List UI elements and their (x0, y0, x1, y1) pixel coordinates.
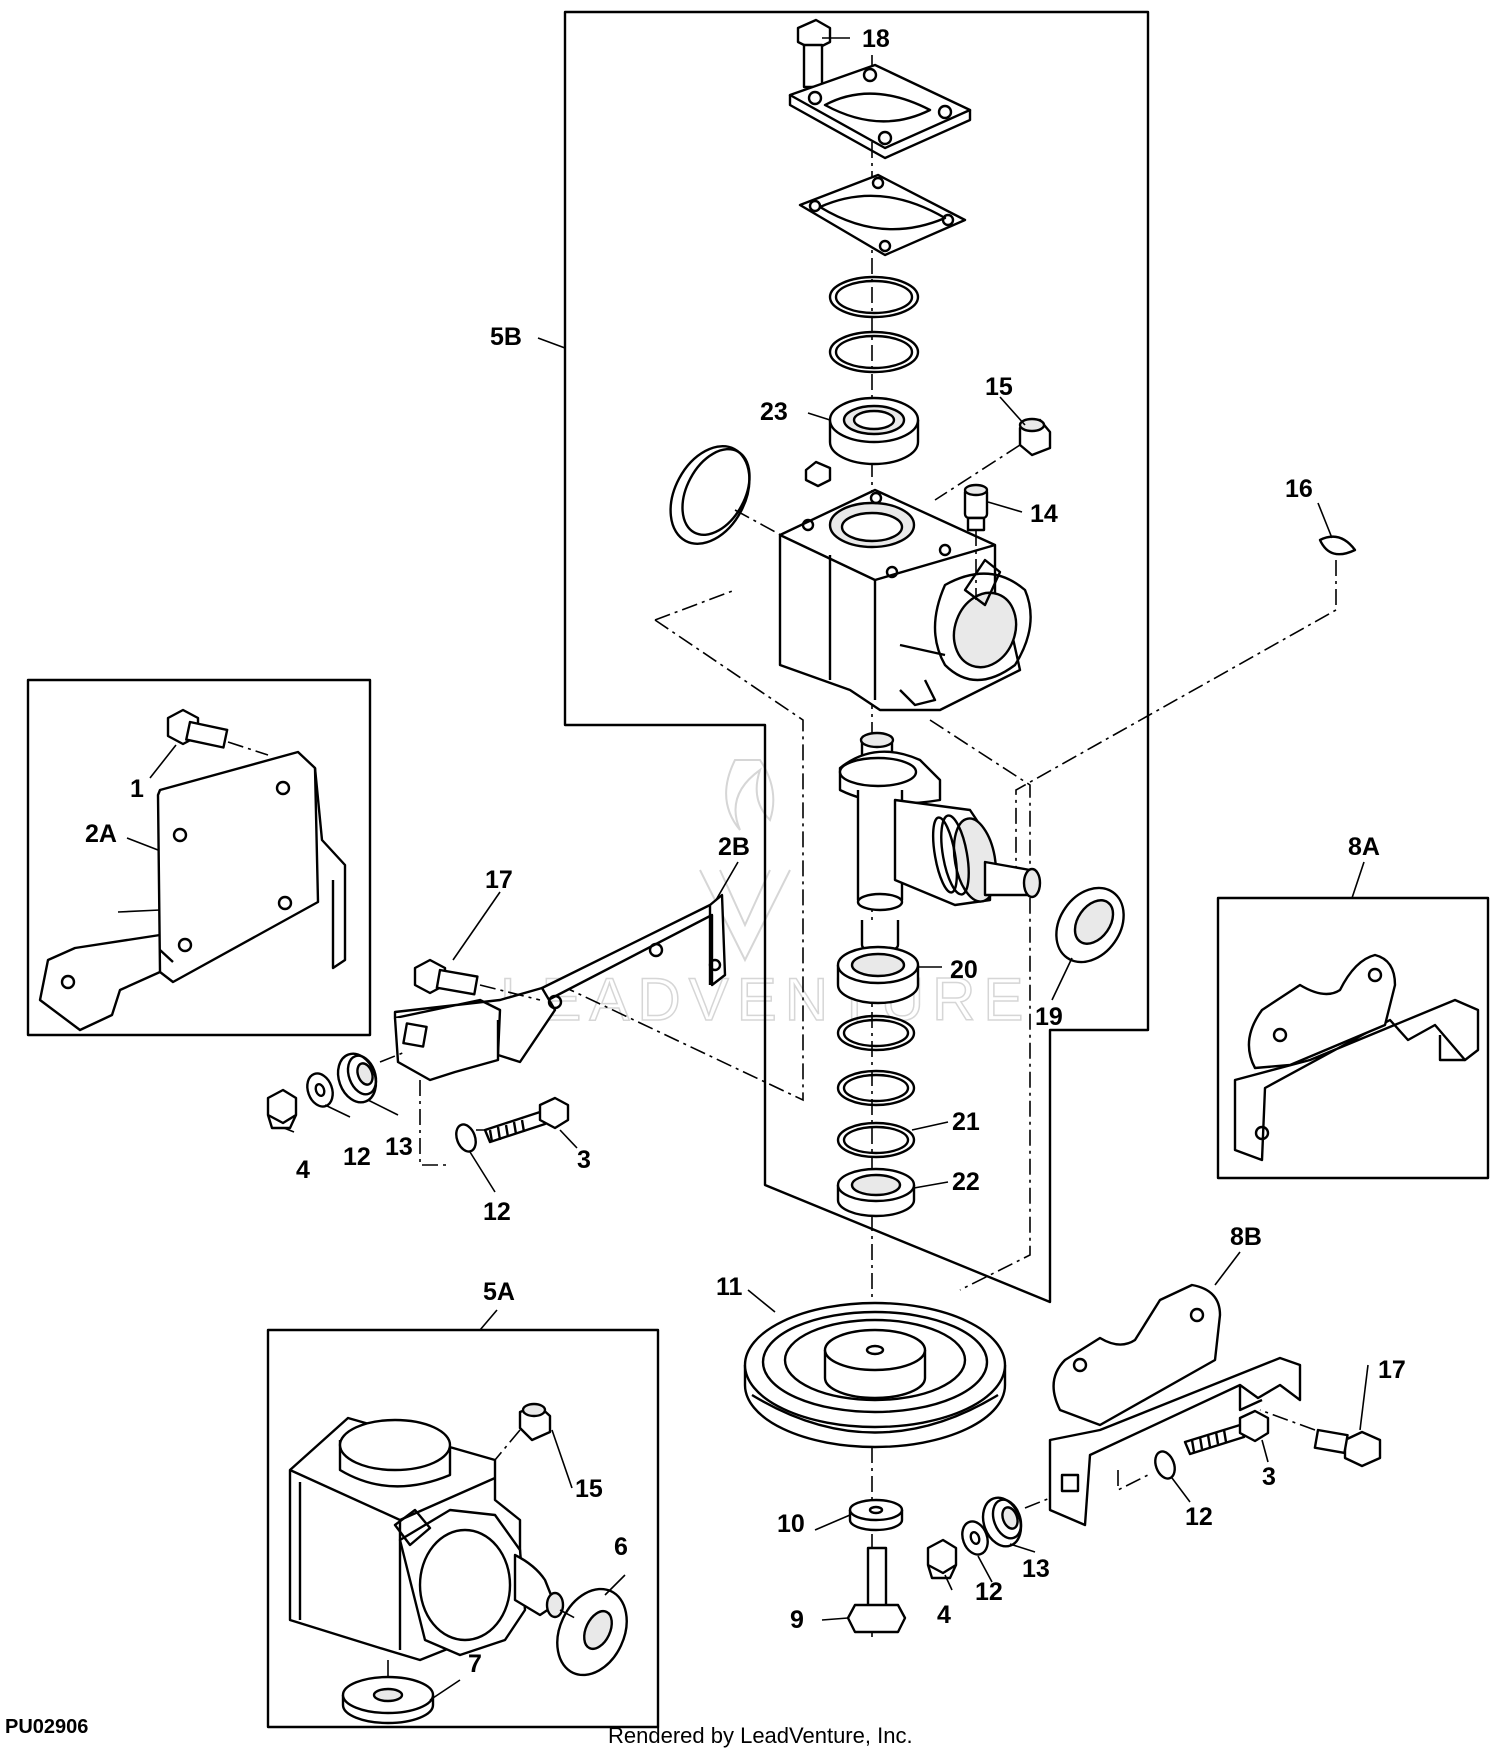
side-cap-disc (669, 445, 751, 545)
part-4-nut-left (266, 1088, 298, 1130)
label-15-top: 15 (985, 373, 1013, 401)
part-21-rings (836, 1014, 916, 1159)
label-6: 6 (614, 1533, 628, 1561)
inset-2a-bracket (38, 750, 347, 1032)
part-11-pulley (743, 1301, 1007, 1449)
inset-5a-box (266, 1328, 660, 1729)
part-17-bolt-left (413, 958, 479, 996)
label-17-left: 17 (485, 866, 513, 894)
part-9-bolt (846, 1546, 907, 1634)
label-8b: 8B (1230, 1223, 1262, 1251)
leader-lines (117, 37, 1369, 1701)
part-12-washer-left (306, 1072, 334, 1108)
part-13-grommet-left (336, 1052, 378, 1104)
label-16: 16 (1285, 475, 1313, 503)
label-5b: 5B (490, 323, 522, 351)
label-8a: 8A (1348, 833, 1380, 861)
part-17-bolt-right (1313, 1428, 1382, 1468)
part-12-washer-right-upper (1154, 1450, 1176, 1480)
label-3-right: 3 (1262, 1463, 1276, 1491)
label-17-right: 17 (1378, 1356, 1406, 1384)
label-12-lower: 12 (483, 1198, 511, 1226)
part-22-seal (836, 1167, 916, 1218)
inset-8a-bracket (1233, 953, 1480, 1162)
label-18: 18 (862, 25, 890, 53)
label-22: 22 (952, 1168, 980, 1196)
part-19-seal (1055, 886, 1125, 964)
gearbox-housing (778, 488, 1032, 712)
label-1: 1 (130, 775, 144, 803)
assembly-5b-boundary (563, 10, 1150, 1304)
part-10-washer (848, 1498, 904, 1532)
label-3-left: 3 (577, 1146, 591, 1174)
part-23-bearing (828, 396, 920, 466)
part-13-grommet-right (981, 1496, 1023, 1548)
rendered-by-credit: Rendered by LeadVenture, Inc. (608, 1723, 913, 1748)
part-15-plug-5a (518, 1402, 552, 1442)
part-3-bolt-left (483, 1096, 570, 1144)
label-9: 9 (790, 1606, 804, 1634)
label-2b: 2B (718, 833, 750, 861)
o-rings-upper (828, 275, 920, 374)
label-13-left: 13 (385, 1133, 413, 1161)
label-4-left: 4 (296, 1156, 310, 1184)
part-7-seal (341, 1675, 435, 1725)
figure-code: PU02906 (5, 1716, 88, 1738)
label-7: 7 (468, 1650, 482, 1678)
label-23: 23 (760, 398, 788, 426)
part-16-key (1318, 535, 1357, 556)
part-1-bolt (166, 708, 229, 749)
label-13-right: 13 (1022, 1555, 1050, 1583)
gear-shaft-assembly (838, 731, 1042, 954)
label-14: 14 (1030, 500, 1058, 528)
label-12-right: 12 (975, 1578, 1003, 1606)
part-2b-bracket (393, 893, 727, 1082)
inset-8a-box (1216, 896, 1490, 1180)
part-3-bolt-right (1183, 1409, 1270, 1456)
label-4-right: 4 (937, 1601, 951, 1629)
part-8b-bracket (1048, 1283, 1302, 1527)
part-14-fitting (963, 483, 989, 532)
label-2a: 2A (85, 820, 117, 848)
part-6-seal (556, 1587, 628, 1677)
label-19: 19 (1035, 1003, 1063, 1031)
inset-2a-box (26, 678, 372, 1037)
label-21: 21 (952, 1108, 980, 1136)
part-labels: 18 5B 23 15 14 16 1 2A 2B 17 20 19 8A 21… (85, 25, 1406, 1678)
small-nut (804, 460, 832, 488)
label-15-5a: 15 (575, 1475, 603, 1503)
inset-5a-gearbox (288, 1416, 565, 1662)
label-12-left: 12 (343, 1143, 371, 1171)
label-10: 10 (777, 1510, 805, 1538)
part-12-washer-right (961, 1520, 989, 1556)
part-20-bearing (836, 945, 920, 1005)
part-4-nut-right (926, 1538, 958, 1580)
part-18-cover-bolt (788, 18, 972, 160)
label-20: 20 (950, 956, 978, 984)
gasket (798, 173, 967, 257)
part-12-washer-lower (455, 1123, 477, 1153)
label-5a: 5A (483, 1278, 515, 1306)
label-12-right-upper: 12 (1185, 1503, 1213, 1531)
label-11: 11 (716, 1273, 743, 1301)
